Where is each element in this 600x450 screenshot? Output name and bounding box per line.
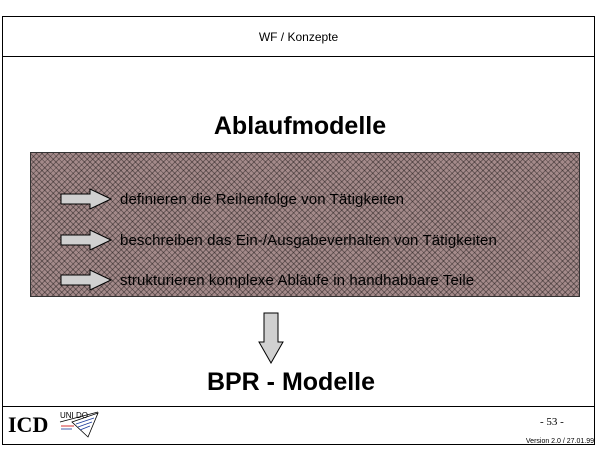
footer-divider	[2, 406, 595, 407]
result-title: BPR - Modelle	[206, 368, 376, 396]
list-item: definieren die Reihenfolge von Tätigkeit…	[60, 188, 404, 210]
icd-logo: ICD	[8, 412, 49, 437]
header-title: WF / Konzepte	[258, 29, 339, 44]
right-arrow-icon	[60, 229, 112, 251]
down-arrow-icon	[258, 312, 284, 364]
list-item: strukturieren komplexe Abläufe in handha…	[60, 269, 474, 291]
page-number: - 53 -	[540, 416, 564, 428]
slide-title: Ablaufmodelle	[213, 112, 387, 140]
version-text: Version 2.0 / 27.01.99	[525, 438, 594, 445]
right-arrow-icon	[60, 269, 112, 291]
list-item-text: beschreiben das Ein-/Ausgabeverhalten vo…	[120, 231, 497, 249]
list-item: beschreiben das Ein-/Ausgabeverhalten vo…	[60, 229, 497, 251]
list-item-text: definieren die Reihenfolge von Tätigkeit…	[120, 190, 405, 208]
uni-logo: UNI DO	[58, 410, 100, 440]
right-arrow-icon	[60, 188, 112, 210]
uni-logo-text: UNI DO	[60, 411, 88, 420]
list-item-text: strukturieren komplexe Abläufe in handha…	[120, 271, 475, 289]
hatched-box	[30, 152, 580, 297]
uni-logo-graphic	[59, 411, 99, 438]
slide-header: WF / Konzepte	[2, 16, 595, 57]
